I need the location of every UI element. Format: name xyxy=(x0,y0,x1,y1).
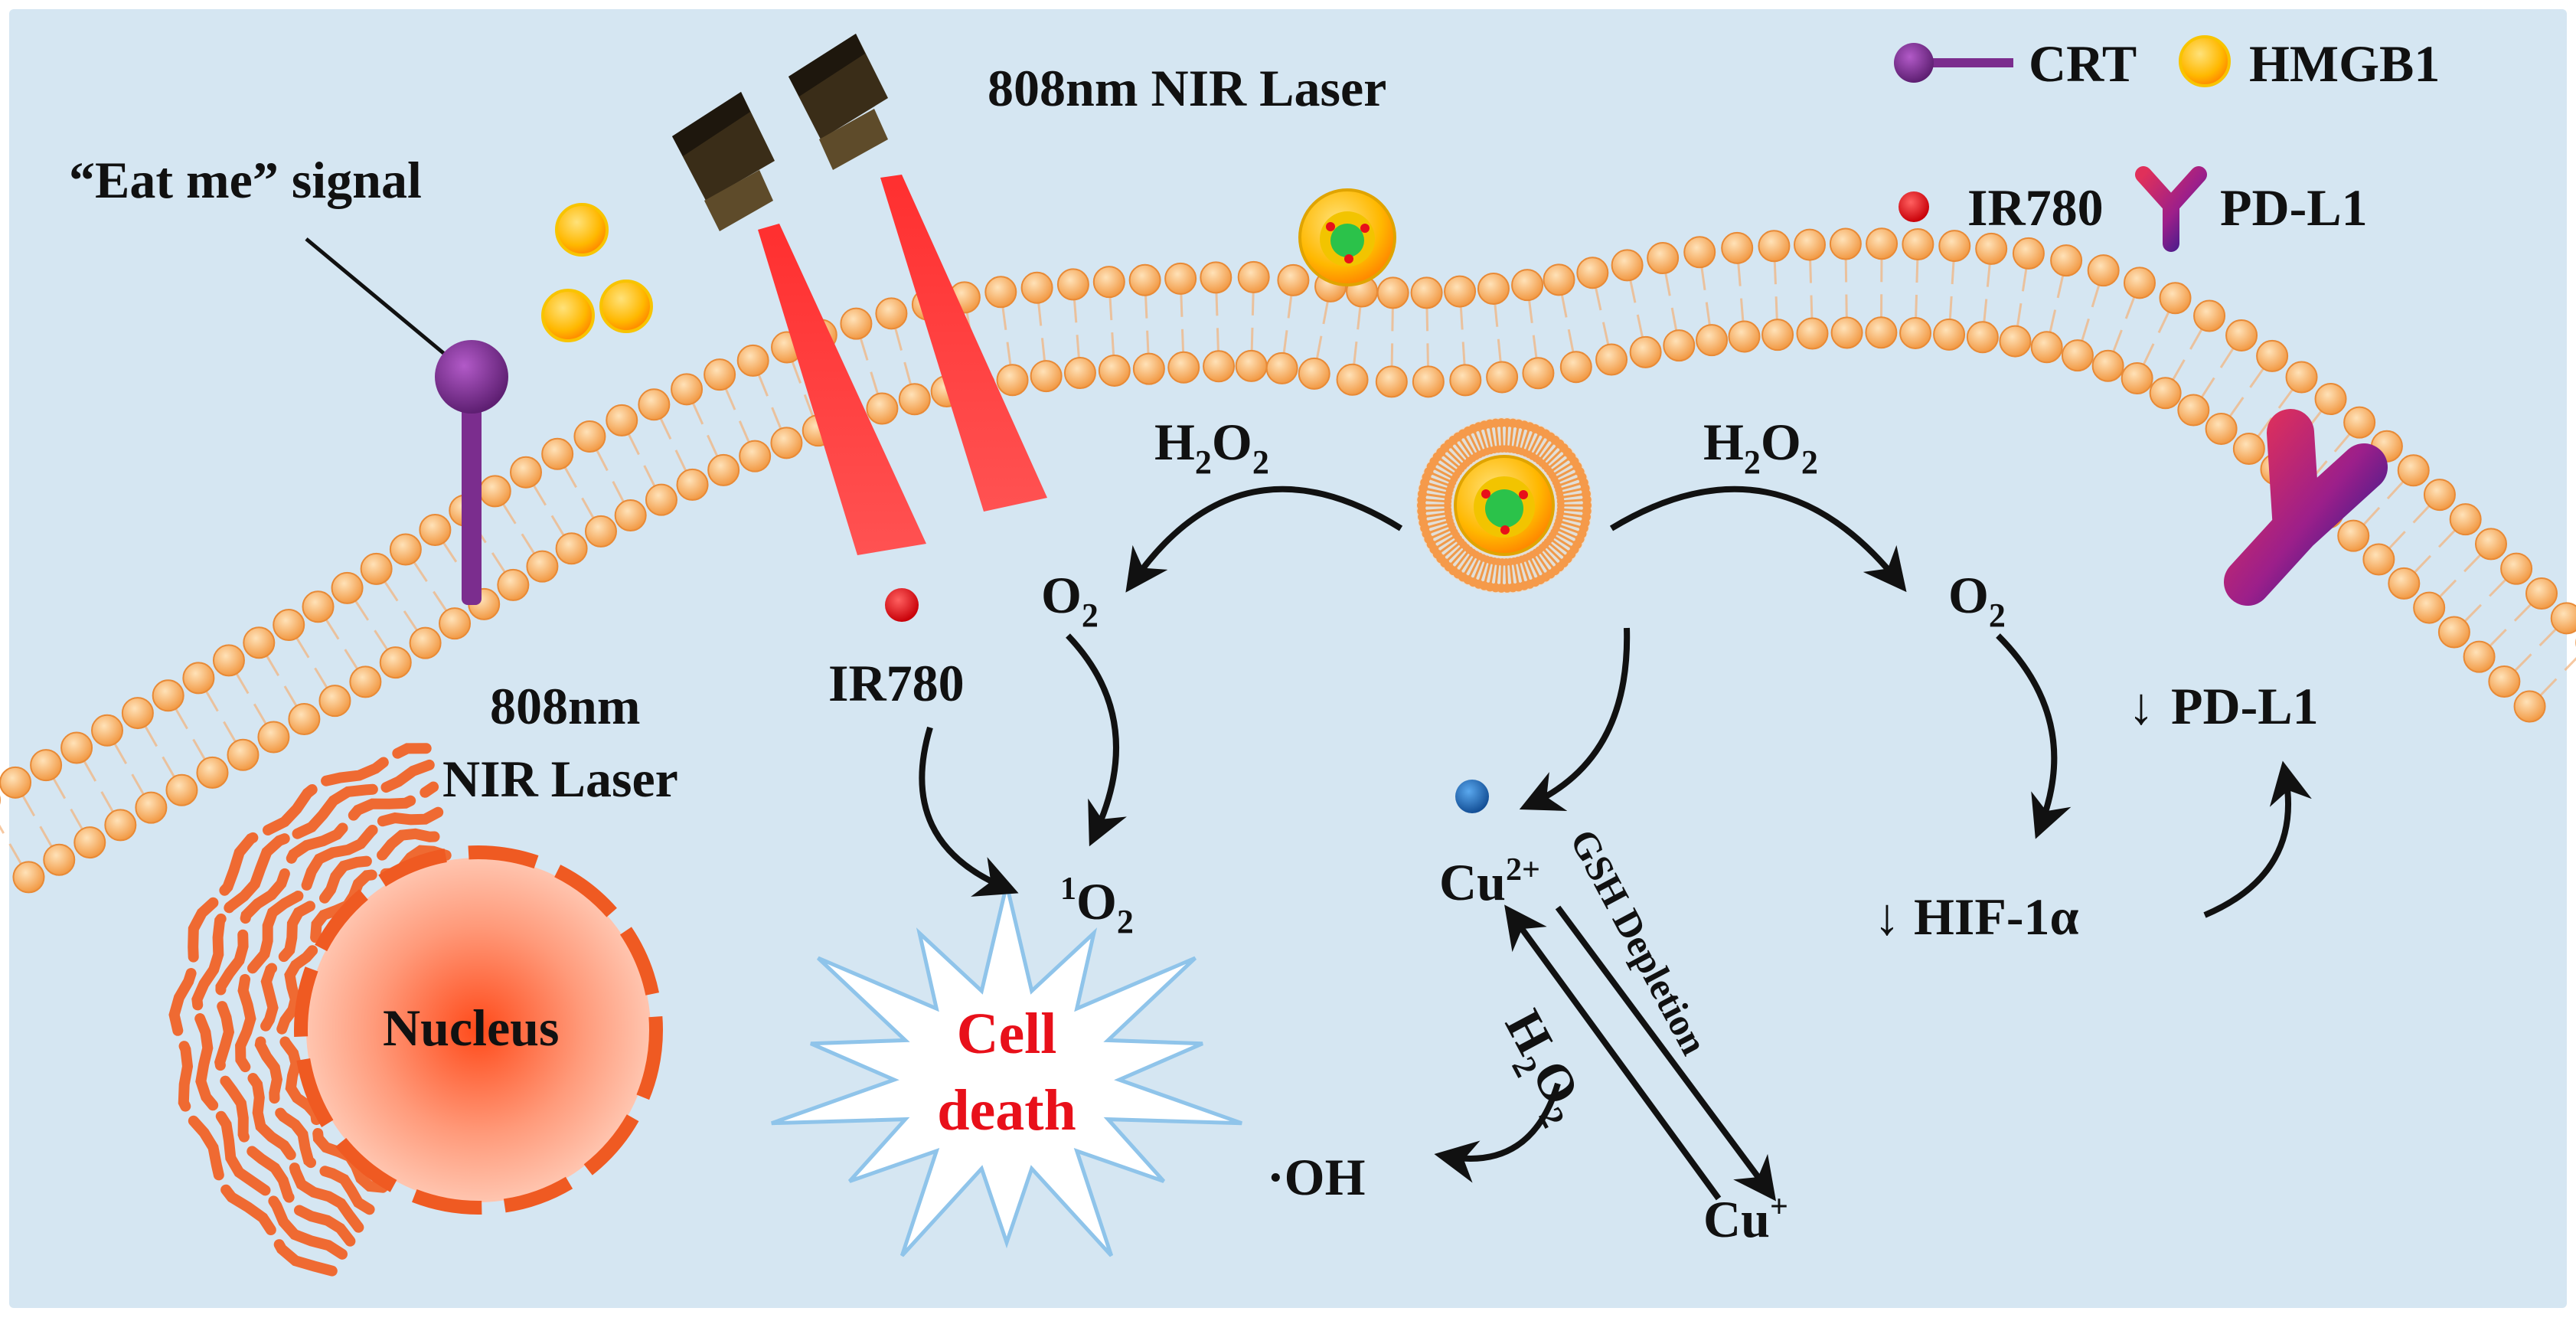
nanoparticle-outside xyxy=(1300,190,1395,285)
liposome-core xyxy=(1455,456,1553,554)
legend-crt-label: CRT xyxy=(2029,34,2137,93)
hif-1a-label: HIF-1α xyxy=(1914,888,2079,946)
legend-hmgb1-label: HMGB1 xyxy=(2249,34,2440,93)
cell-death-label-line2: death xyxy=(937,1078,1076,1143)
pdl1-down-arrow: ↓ xyxy=(2128,677,2154,735)
laser-bottom-label-line1: 808nm xyxy=(490,677,640,735)
hif-down-arrow: ↓ xyxy=(1874,888,1900,946)
cell-death-label-line1: Cell xyxy=(957,1002,1057,1066)
legend-ir780-icon xyxy=(1899,191,1929,222)
legend-ir780-label: IR780 xyxy=(1967,178,2104,237)
laser-top-label: 808nm NIR Laser xyxy=(988,59,1386,117)
pdl1-down-label: PD-L1 xyxy=(2171,677,2319,735)
h2o2-label-left: H2O2 xyxy=(1154,413,1269,481)
hydroxyl-radical-label: ·OH xyxy=(1267,1148,1365,1206)
ir780-label: IR780 xyxy=(828,654,965,712)
legend-hmgb1-icon xyxy=(2180,37,2229,86)
laser-bottom-label-line2: NIR Laser xyxy=(442,750,678,808)
ir780-molecule xyxy=(885,588,919,622)
legend-pdl1-label: PD-L1 xyxy=(2220,178,2368,237)
eat-me-signal-label: “Eat me” signal xyxy=(69,151,422,209)
nucleus-label: Nucleus xyxy=(383,999,559,1057)
h2o2-label-right: H2O2 xyxy=(1703,413,1818,481)
copper-ion-dot xyxy=(1455,780,1489,813)
